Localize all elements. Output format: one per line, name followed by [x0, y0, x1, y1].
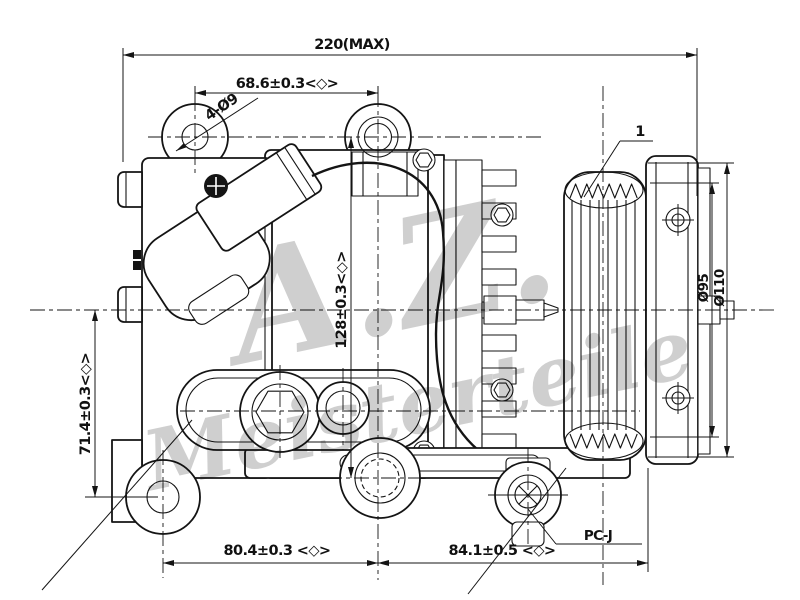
rear-housing: [412, 148, 559, 474]
dim-dia95: Ø95: [696, 274, 712, 303]
port-boss-lower: [117, 286, 143, 323]
connector-body: [195, 143, 323, 252]
port-boss-upper: [117, 171, 143, 208]
ear-pedestal: [351, 151, 419, 197]
groove-band-top: [564, 171, 644, 209]
leader-line: [467, 467, 567, 595]
callout-item-1: 1: [635, 124, 645, 140]
wire-harness: [311, 161, 498, 464]
dim-overall-width: 220(MAX): [314, 37, 390, 53]
leader-line: [41, 419, 193, 591]
dim-top-holes: 68.6±0.3<◇>: [236, 76, 338, 92]
hex-plug-icon: [255, 390, 305, 434]
dim-bottom-holes: 80.4±0.3 <◇>: [224, 543, 331, 559]
dim-holes-vertical: 128±0.3<◇>: [334, 251, 350, 349]
dim-dia110: Ø110: [712, 269, 728, 306]
dimensions: 220(MAX) 68.6±0.3<◇> 4-Ø9 128±0.3<◇> 71.…: [78, 37, 734, 572]
pulley-assembly: [563, 171, 647, 461]
dim-bottom-right: 84.1±0.5 <◇>: [449, 543, 556, 559]
connector-assembly: [142, 143, 323, 325]
groove-band-bottom: [564, 422, 644, 460]
dim-left-height: 71.4±0.3<◇>: [78, 353, 94, 455]
centerlines: [30, 86, 775, 585]
callout-pcj: PC-J: [584, 528, 612, 544]
